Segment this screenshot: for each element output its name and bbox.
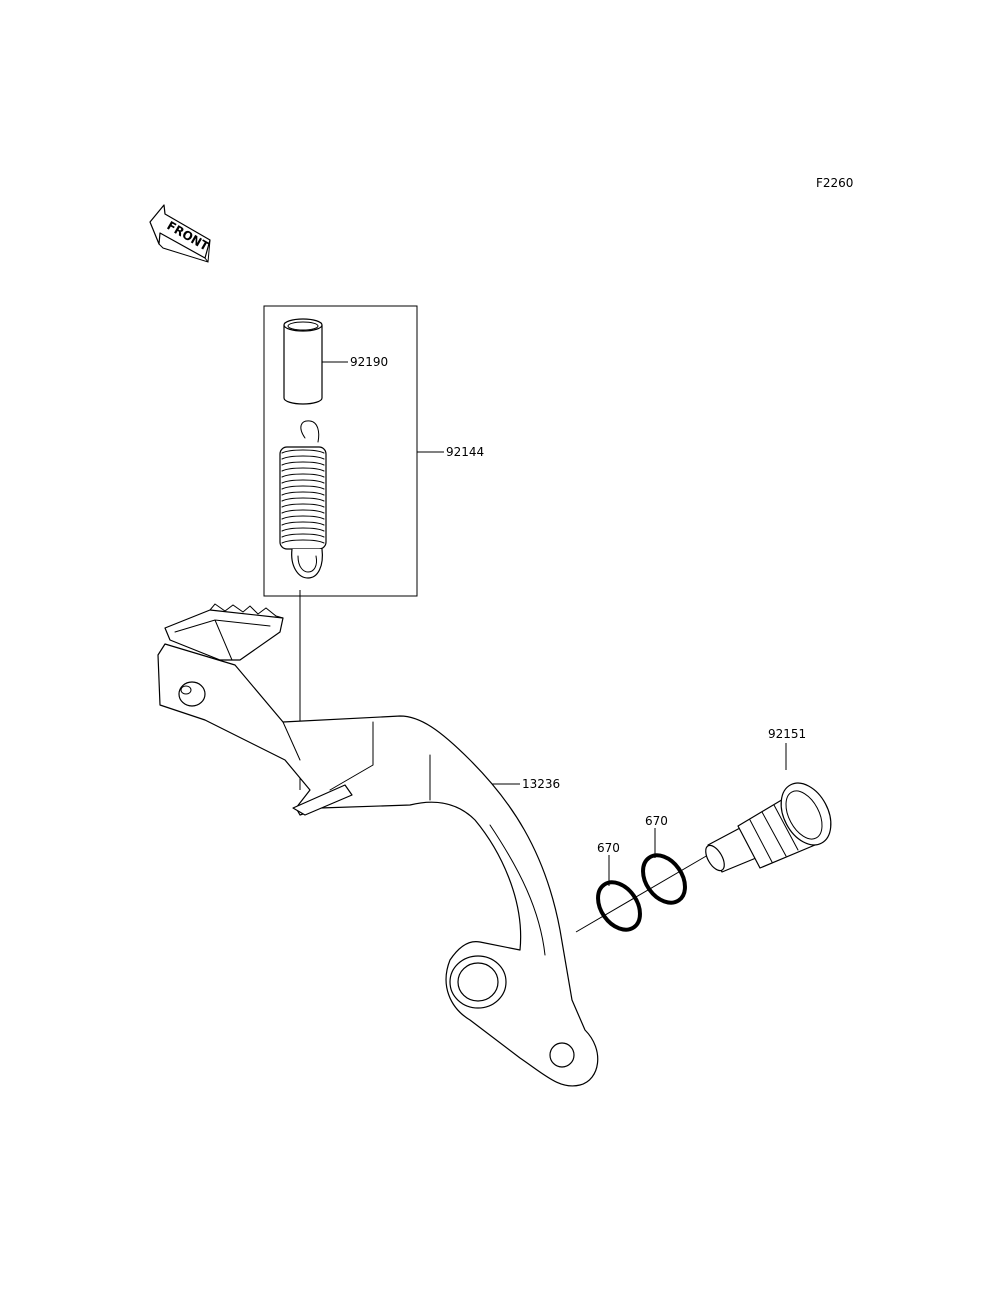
spring-coil xyxy=(281,479,325,484)
spring-coil xyxy=(281,503,325,508)
part-label-92151: 92151 xyxy=(768,727,806,741)
spring-coil xyxy=(281,461,325,466)
collar-92190 xyxy=(283,318,323,405)
assembly-axis xyxy=(575,854,709,933)
part-label-92190: 92190 xyxy=(350,355,388,369)
o-ring-right xyxy=(641,853,687,905)
spring-coil xyxy=(281,515,325,520)
part-label-670-right: 670 xyxy=(645,814,668,828)
shaft-92151 xyxy=(705,782,832,873)
spring-coil xyxy=(281,467,325,472)
part-label-670-left: 670 xyxy=(597,841,620,855)
spring-coil xyxy=(281,527,325,532)
spring-coil xyxy=(281,533,325,538)
spring-coil xyxy=(281,485,325,490)
part-label-92144: 92144 xyxy=(446,445,484,459)
spring-coil xyxy=(281,509,325,514)
front-arrow-icon: FRONT xyxy=(149,204,212,263)
spring-coil xyxy=(281,449,325,454)
spring-coil xyxy=(281,497,325,502)
spring-coil xyxy=(281,455,325,460)
spring-coil xyxy=(281,491,325,496)
diagram-code: F2260 xyxy=(816,176,853,190)
spring-coil xyxy=(281,473,325,478)
spring-coil xyxy=(281,539,325,544)
brake-pedal-13236 xyxy=(157,603,599,1087)
spring-coil xyxy=(281,521,325,526)
part-label-13236: 13236 xyxy=(522,777,560,791)
spring xyxy=(279,420,327,579)
o-ring-left xyxy=(596,880,642,932)
spring-kit-bracket xyxy=(263,305,418,597)
